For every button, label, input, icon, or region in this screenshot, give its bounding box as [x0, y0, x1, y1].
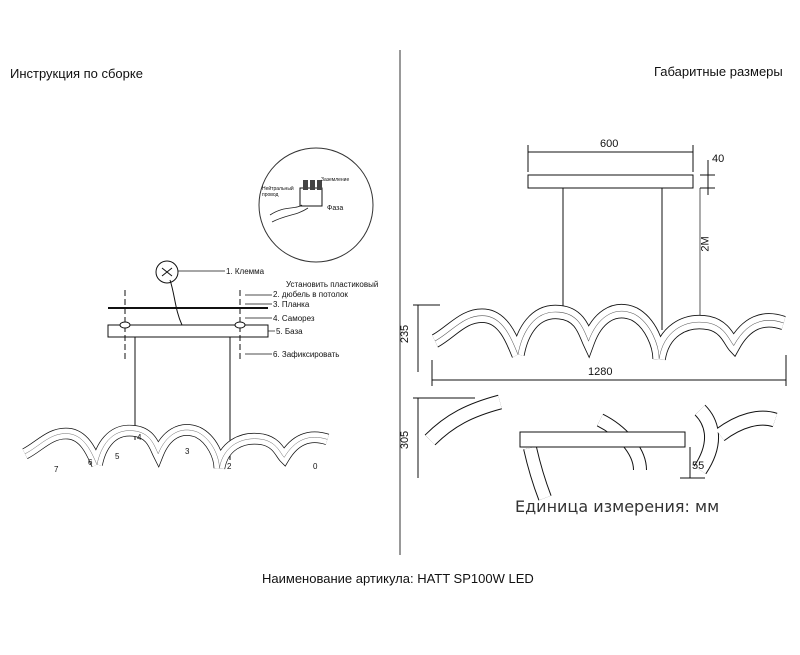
callout-plank: 3. Планка — [273, 300, 310, 309]
segment-number: 2 — [227, 462, 232, 471]
dim-2m: 2M — [699, 236, 712, 252]
segment-number: 7 — [54, 465, 59, 474]
wiring-ground-label: Заземление — [321, 177, 350, 183]
canopy — [527, 174, 694, 189]
fixture-front-view-right — [435, 311, 784, 359]
dim-1280: 1280 — [588, 366, 613, 378]
segment-number: 3 — [185, 447, 190, 456]
segment-number: 0 — [313, 462, 318, 471]
terminal-block-icon — [269, 180, 323, 223]
wiring-phase-label: Фаза — [327, 205, 344, 212]
article-name: Наименование артикула: HATT SP100W LED — [262, 571, 534, 586]
callout-terminal: 1. Клемма — [226, 267, 265, 276]
dim-235: 235 — [399, 324, 412, 344]
wiring-neutral-label: Нейтральный провод — [262, 186, 294, 198]
segment-number: 5 — [115, 452, 120, 461]
dim-40: 40 — [712, 153, 725, 165]
callout-screw: 4. Саморез — [273, 314, 315, 323]
wiring-detail-circle — [258, 147, 374, 263]
segment-number: 4 — [137, 433, 142, 442]
segment-number: 6 — [88, 458, 93, 467]
fixture-top-view — [424, 394, 778, 501]
dim-55: 55 — [692, 460, 705, 472]
callout-dowel: 2. дюбель в потолок — [273, 290, 348, 299]
assembly-title: Инструкция по сборке — [10, 66, 143, 81]
callout-dowel-line1: Установить пластиковый — [286, 280, 379, 289]
callout-fix: 6. Зафиксировать — [273, 350, 340, 359]
fixture-front-view-left — [25, 430, 327, 468]
dimensions-title: Габаритные размеры — [654, 64, 783, 79]
callout-base: 5. База — [276, 327, 303, 336]
dim-305: 305 — [399, 430, 412, 450]
unit-note: Единица измерения: мм — [515, 497, 720, 516]
dim-600: 600 — [600, 138, 619, 150]
